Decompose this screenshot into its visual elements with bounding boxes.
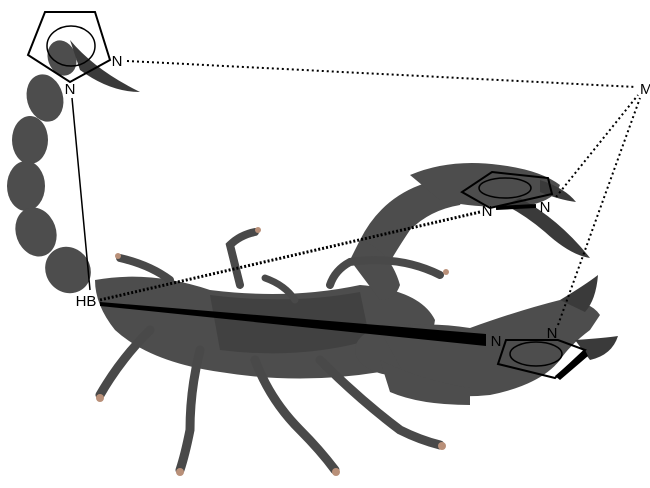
- nitrogen-label-upper-left: N: [482, 203, 493, 220]
- boron-label: HB: [76, 293, 97, 310]
- ring-upper-wedge: [496, 206, 536, 208]
- scorpion-upper-claw: [350, 163, 590, 300]
- nitrogen-label-upper-right: N: [540, 199, 551, 216]
- coord-lower-ring-to-metal: [558, 98, 640, 325]
- coord-upper-ring-to-metal: [556, 95, 638, 197]
- scorpion-tail: [7, 36, 140, 302]
- nitrogen-label-top-left: N: [65, 81, 76, 98]
- metal-label: M: [640, 81, 650, 98]
- nitrogen-label-top-right: N: [112, 53, 123, 70]
- coord-top-ring-to-metal: [127, 61, 636, 87]
- nitrogen-label-lower-right: N: [547, 325, 558, 342]
- scorpion-illustration: [7, 36, 618, 476]
- nitrogen-label-lower-left: N: [491, 333, 502, 350]
